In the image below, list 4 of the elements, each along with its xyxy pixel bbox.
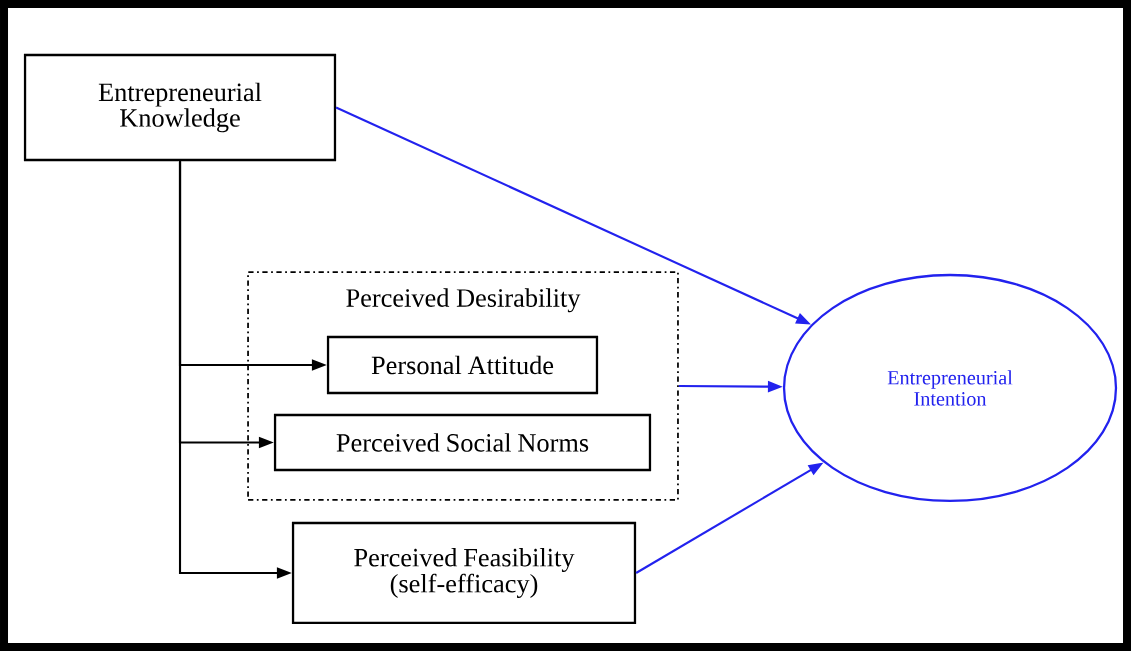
text-box: Perceived Social Norms xyxy=(273,413,652,472)
text-box: Perceived Feasibility (self-efficacy) xyxy=(291,521,637,625)
text-box: Entrepreneurial Knowledge xyxy=(23,53,337,162)
text-box: Personal Attitude xyxy=(326,335,599,395)
